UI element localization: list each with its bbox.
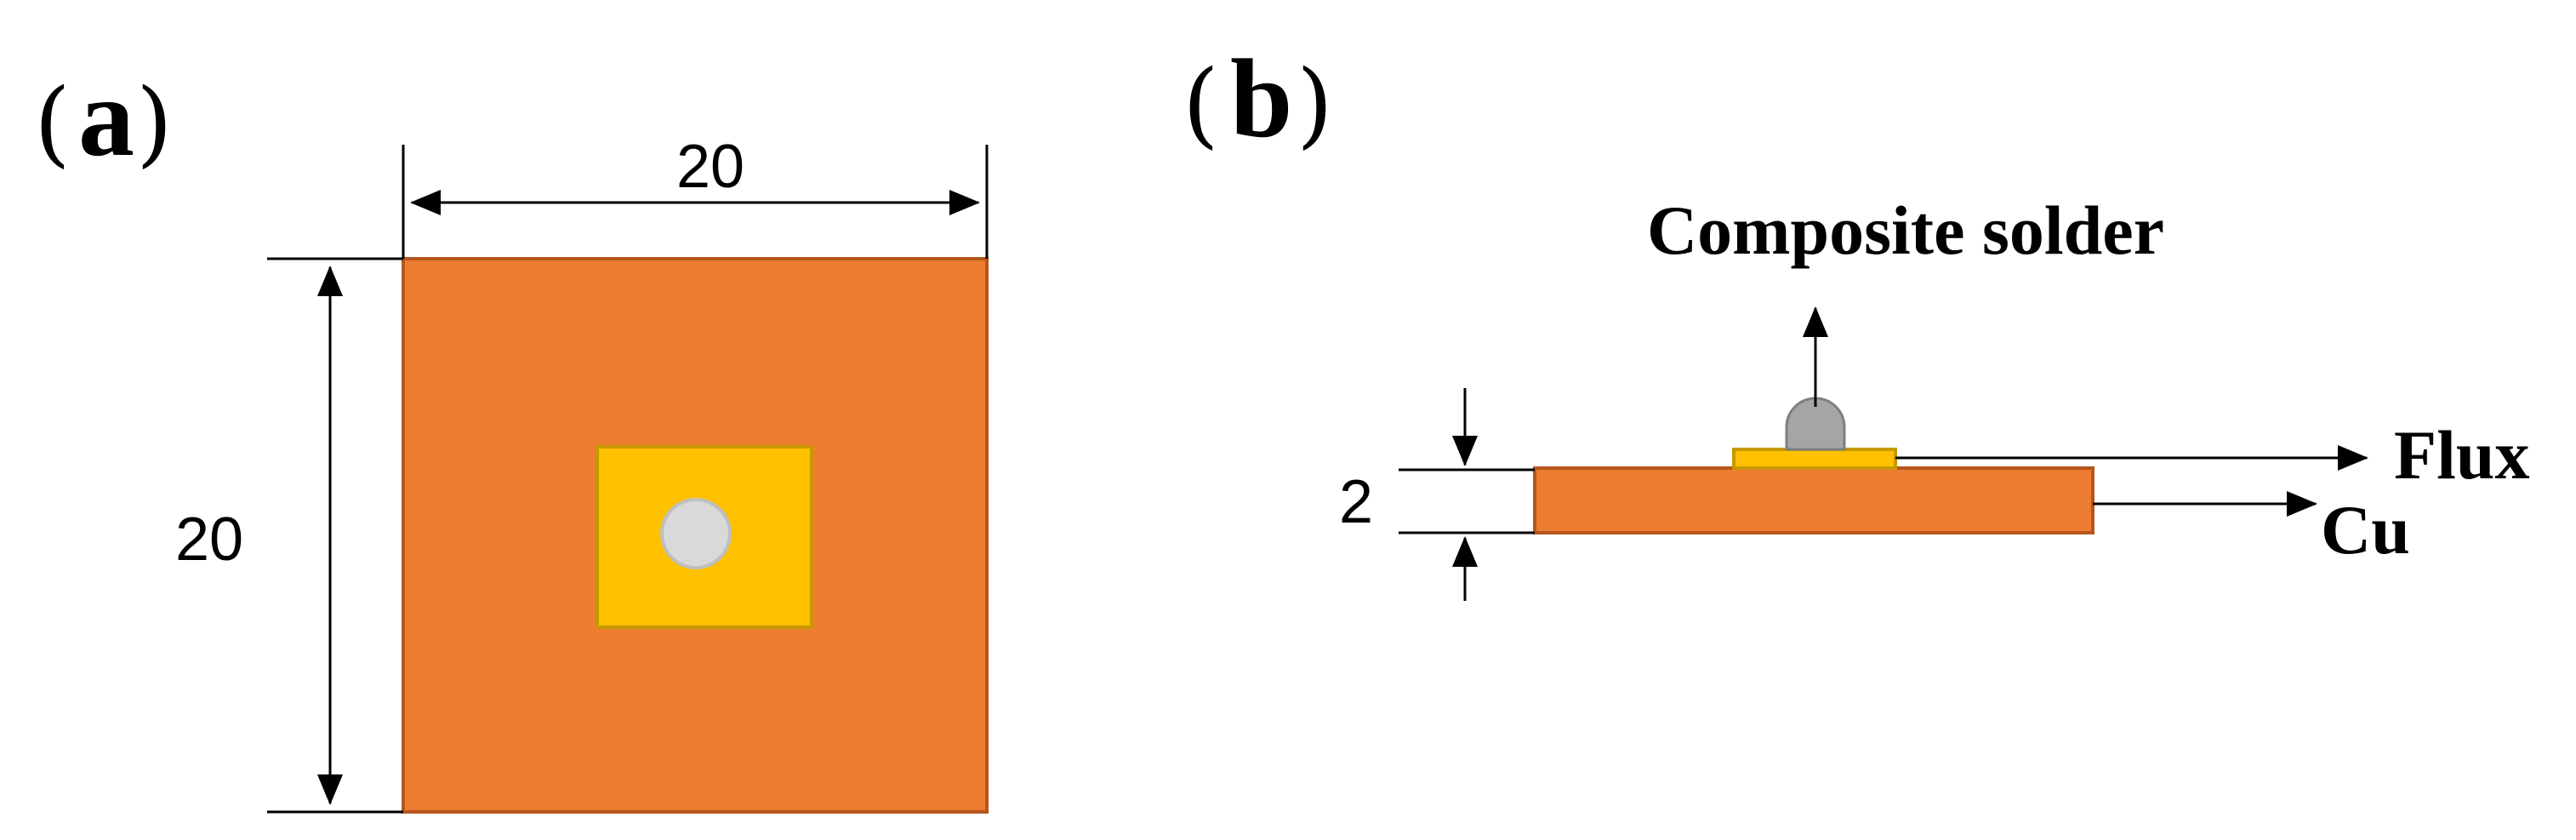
panel-b-paren-open: (	[1183, 49, 1219, 158]
thickness-dimension-label: 2	[1339, 468, 1373, 536]
width-dimension-label: 20	[676, 133, 744, 201]
solder-bump-side-view	[1785, 397, 1846, 451]
height-dimension: 20	[175, 257, 403, 814]
copper-substrate-side-view	[1533, 466, 2094, 534]
panel-a-letter: a	[78, 54, 134, 180]
solder-ball-top-view	[660, 498, 732, 569]
width-dimension: 20	[402, 133, 989, 259]
panel-b-label: ( b )	[1183, 36, 1333, 161]
panel-a: ( a ) 20 20	[34, 54, 989, 814]
panel-a-paren-open: (	[34, 68, 71, 177]
flux-layer-side-view	[1732, 448, 1897, 470]
panel-b: ( b ) Composite solder Flux Cu 2	[1183, 36, 2529, 601]
panel-a-label: ( a )	[34, 54, 173, 180]
flux-label: Flux	[2394, 416, 2529, 494]
cu-label: Cu	[2321, 491, 2410, 569]
panel-a-paren-close: )	[136, 68, 173, 177]
thickness-dimension: 2	[1339, 388, 1535, 601]
panel-b-letter: b	[1230, 36, 1292, 161]
panel-b-paren-close: )	[1297, 49, 1333, 158]
height-dimension-label: 20	[175, 506, 243, 574]
composite-solder-label: Composite solder	[1647, 191, 2164, 269]
